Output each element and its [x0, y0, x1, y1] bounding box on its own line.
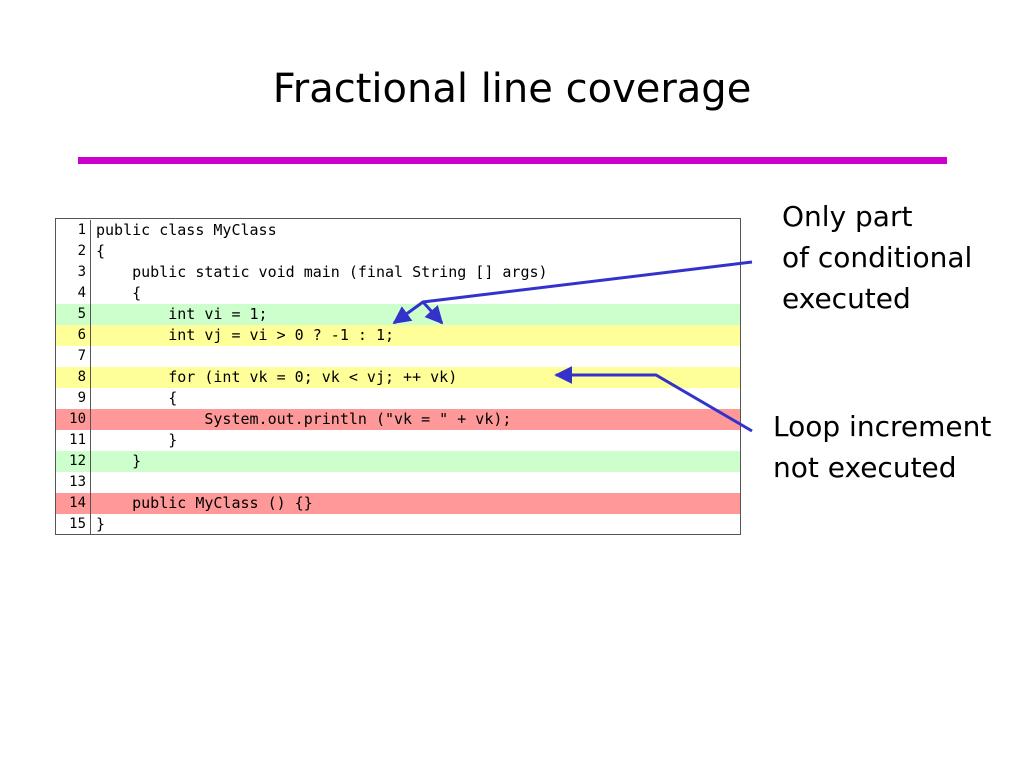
line-number: 12 [56, 451, 91, 472]
line-number: 11 [56, 430, 91, 451]
annotation-line: executed [782, 282, 911, 315]
line-number: 13 [56, 472, 91, 493]
line-number: 4 [56, 283, 91, 304]
line-number: 15 [56, 514, 91, 535]
annotation-line: of conditional [782, 241, 973, 274]
line-code: } [96, 431, 178, 449]
line-number: 14 [56, 493, 91, 514]
line-number: 5 [56, 304, 91, 325]
loop-arrow [554, 366, 753, 433]
line-code: } [96, 452, 142, 470]
code-line: 3 public static void main (final String … [56, 262, 740, 283]
annotation-line: Only part [782, 200, 913, 233]
slide-title: Fractional line coverage [272, 66, 752, 112]
line-code: { [96, 389, 178, 407]
line-code: { [96, 284, 142, 302]
line-number: 7 [56, 346, 91, 367]
code-line: 2{ [56, 241, 740, 262]
annotation-line: not executed [773, 451, 957, 484]
line-code: public class MyClass [96, 221, 277, 239]
line-code: for (int vk = 0; vk < vj; ++ vk) [96, 368, 458, 386]
line-code: public static void main (final String []… [96, 263, 548, 281]
line-number: 3 [56, 262, 91, 283]
code-line: 12 } [56, 451, 740, 472]
code-line: 15} [56, 514, 740, 535]
line-code: System.out.println ("vk = " + vk); [96, 410, 512, 428]
line-code: { [96, 242, 106, 260]
line-number: 2 [56, 241, 91, 262]
title-divider [78, 157, 947, 164]
annotation-line: Loop increment [773, 410, 992, 443]
conditional-arrow-main [392, 260, 753, 325]
line-number: 1 [56, 220, 91, 241]
annotation-loop: Loop increment not executed [773, 406, 991, 488]
line-code: int vi = 1; [96, 305, 268, 323]
code-line: 4 { [56, 283, 740, 304]
code-line: 13 [56, 472, 740, 493]
line-number: 6 [56, 325, 91, 346]
line-number: 9 [56, 388, 91, 409]
code-line: 1 public class MyClass [56, 220, 740, 241]
line-number: 8 [56, 367, 91, 388]
line-number: 10 [56, 409, 91, 430]
conditional-arrow-branch [421, 300, 444, 325]
code-line: 11 } [56, 430, 740, 451]
line-code: } [96, 515, 106, 533]
code-line: 7 [56, 346, 740, 367]
line-code: public MyClass () {} [96, 494, 313, 512]
code-line: 10 System.out.println ("vk = " + vk); [56, 409, 740, 430]
line-code: int vj = vi > 0 ? -1 : 1; [96, 326, 395, 344]
code-line: 9 { [56, 388, 740, 409]
annotation-conditional: Only part of conditional executed [782, 196, 972, 319]
code-line: 14 public MyClass () {} [56, 493, 740, 514]
code-line: 6 int vj = vi > 0 ? -1 : 1; [56, 325, 740, 346]
